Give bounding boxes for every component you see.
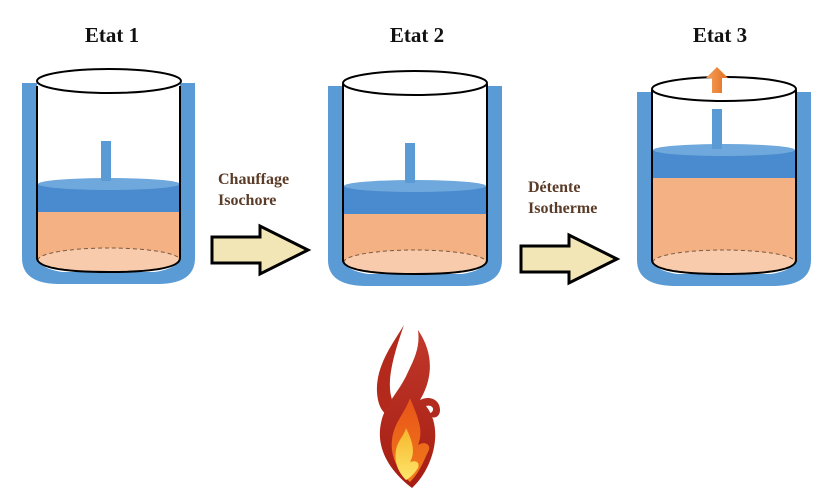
water-jacket <box>22 83 195 284</box>
transition-2-label: Détente Isotherme <box>528 177 597 219</box>
cylinder-rim <box>36 68 182 94</box>
up-arrow-icon <box>706 67 728 93</box>
cylinder-rim <box>651 76 797 102</box>
piston-rod <box>405 143 415 183</box>
piston-top <box>344 180 486 192</box>
process-arrow-2 <box>519 232 621 286</box>
transition-1-line2: Isochore <box>218 192 277 209</box>
cylinder-state-3 <box>637 67 811 286</box>
cylinder-rim <box>342 70 488 96</box>
state-3-title: Etat 3 <box>692 23 748 47</box>
transition-2-line2: Isotherme <box>528 200 598 217</box>
state-2-title: Etat 2 <box>389 23 445 47</box>
piston-top <box>38 178 180 190</box>
piston-rod <box>101 141 111 181</box>
cylinder-state-2 <box>328 70 502 286</box>
piston-top <box>653 144 795 156</box>
transition-1-line1: Chauffage <box>218 171 290 188</box>
transition-2-line1: Détente <box>528 179 581 196</box>
water-jacket <box>328 86 502 286</box>
gas-volume <box>653 178 796 262</box>
state-1-title: Etat 1 <box>84 23 140 47</box>
flame-icon <box>376 325 440 488</box>
process-arrow-1 <box>210 223 312 277</box>
transition-1-label: Chauffage Isochore <box>218 169 289 211</box>
water-jacket <box>637 92 811 286</box>
cylinder-state-1 <box>22 68 195 284</box>
piston-rod <box>712 109 722 149</box>
